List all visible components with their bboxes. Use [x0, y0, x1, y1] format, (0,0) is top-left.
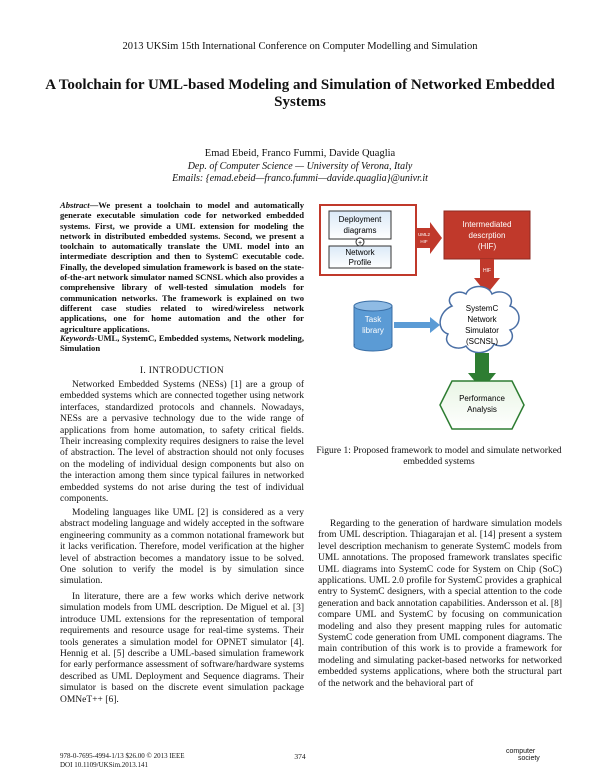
doi-line: DOI 10.1109/UKSim.2013.141: [60, 761, 149, 769]
paragraph-text: In literature, there are a few works whi…: [60, 592, 304, 705]
computer-society-logo: computer society: [506, 748, 540, 762]
section-heading-introduction: I. INTRODUCTION: [139, 366, 225, 376]
paragraph-text: Regarding to the generation of hardware …: [318, 519, 562, 689]
abstract: Abstract—We present a toolchain to model…: [60, 200, 304, 334]
deployment-line-1: Deployment: [339, 215, 382, 224]
network-line-1: Network: [345, 248, 375, 257]
systemc-line-4: (SCNSL): [466, 337, 498, 346]
performance-line-1: Performance: [459, 394, 505, 403]
plus-sign: +: [358, 240, 362, 247]
task-to-simulator-arrow: [394, 317, 440, 333]
task-line-2: library: [362, 326, 384, 335]
framework-figure: Deployment diagrams + Network Profile UM…: [319, 204, 531, 430]
isbn-line: 978-0-7695-4994-1/13 $26.00 © 2013 IEEE: [60, 752, 185, 760]
paper-title: A Toolchain for UML-based Modeling and S…: [40, 77, 560, 111]
page-number: 374: [294, 752, 306, 761]
network-line-2: Profile: [349, 258, 372, 267]
abstract-text: —We present a toolchain to model and aut…: [60, 200, 304, 334]
network-profile-box: [328, 245, 392, 269]
intermediate-description-box: [443, 210, 531, 260]
logo-line-2: society: [518, 755, 540, 762]
systemc-simulator-cloud: [439, 285, 520, 354]
hif-down-arrow: [474, 259, 500, 294]
systemc-line-1: SystemC: [466, 304, 499, 313]
task-library-cylinder: [353, 300, 393, 352]
figure-caption: Figure 1: Proposed framework to model an…: [316, 446, 562, 468]
performance-line-2: Analysis: [467, 405, 497, 414]
keywords-text: -UML, SystemC, Embedded systems, Network…: [60, 333, 304, 354]
footer-isbn: 978-0-7695-4994-1/13 $26.00 © 2013 IEEE …: [60, 752, 185, 770]
intermediate-line-3: (HIF): [478, 242, 497, 251]
intermediate-line-1: Intermediated: [463, 220, 512, 229]
paragraph-text: Networked Embedded Systems (NESs) [1] ar…: [60, 380, 304, 505]
emails: Emails: {emad.ebeid—franco.fummi—davide.…: [172, 173, 428, 184]
performance-analysis-box: [439, 380, 525, 430]
title-line-2: Systems: [274, 94, 326, 110]
title-line-1: A Toolchain for UML-based Modeling and S…: [45, 77, 555, 93]
intro-paragraph-3: In literature, there are a few works whi…: [60, 592, 304, 706]
right-column-paragraph: Regarding to the generation of hardware …: [318, 519, 562, 690]
arrow-label-2: HIF: [420, 239, 428, 244]
deployment-line-2: diagrams: [344, 226, 377, 235]
systemc-line-3: Simulator: [465, 326, 499, 335]
arrow-label-1: UML2: [418, 232, 431, 237]
affiliation: Dep. of Computer Science — University of…: [187, 161, 413, 172]
intro-paragraph-2: Modeling languages like UML [2] is consi…: [60, 508, 304, 588]
intro-paragraph-1: Networked Embedded Systems (NESs) [1] ar…: [60, 380, 304, 505]
systemc-line-2: Network: [467, 315, 497, 324]
hif-arrow-label: HIF: [483, 268, 491, 274]
abstract-label: Abstract: [60, 200, 90, 210]
task-line-1: Task: [365, 315, 382, 324]
paragraph-text: Modeling languages like UML [2] is consi…: [60, 508, 304, 587]
keywords-label: Keywords: [60, 333, 95, 343]
authors: Emad Ebeid, Franco Fummi, Davide Quaglia: [204, 148, 396, 159]
conference-header: 2013 UKSim 15th International Conference…: [122, 41, 478, 52]
keywords: Keywords-UML, SystemC, Embedded systems,…: [60, 333, 304, 354]
logo-line-1: computer: [506, 748, 536, 755]
intermediate-line-2: descrption: [469, 231, 506, 240]
uml2-hif-arrow: [416, 222, 442, 254]
